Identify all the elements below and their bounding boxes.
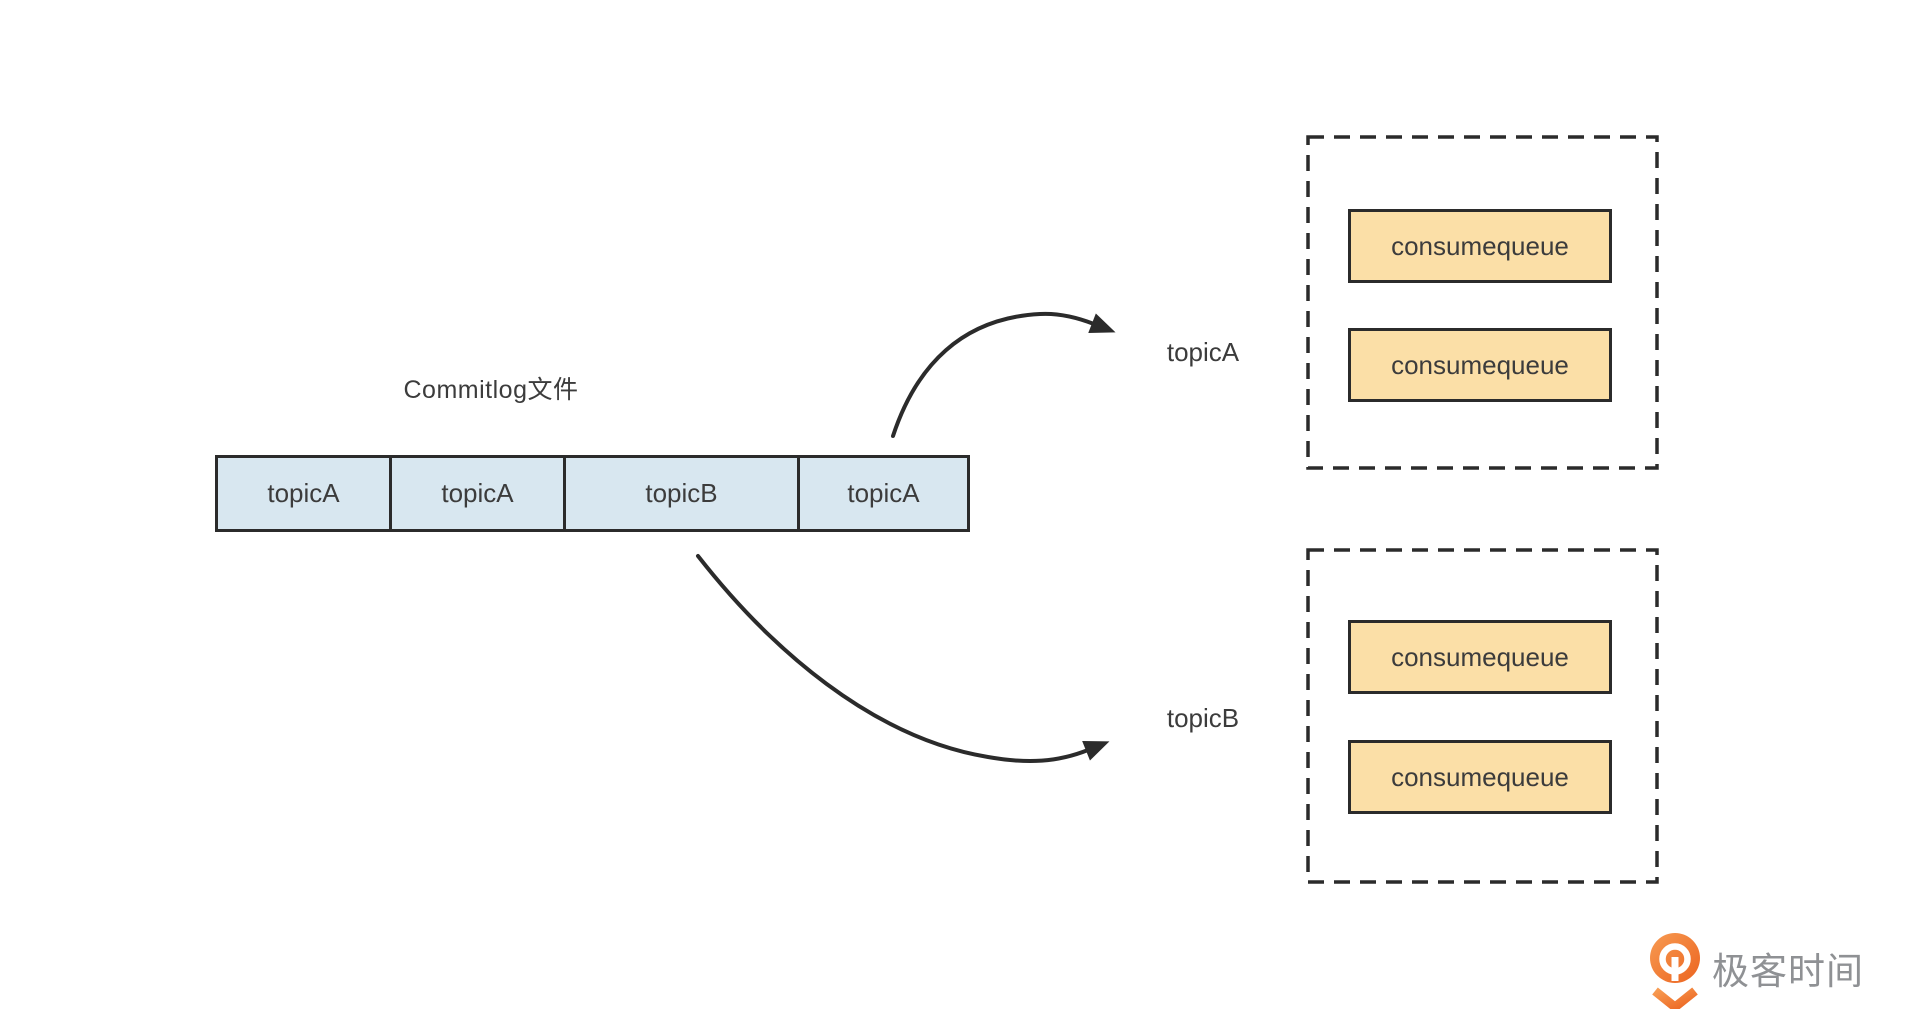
commitlog-segment-4-label: topicA <box>847 478 920 508</box>
consumequeue-label: consumequeue <box>1391 761 1569 792</box>
commitlog-segment-1: topicA <box>215 455 392 532</box>
commitlog-segment-1-label: topicA <box>267 478 340 508</box>
topic-b-dashed-box <box>1306 548 1659 884</box>
topic-b-consumequeue-2: consumequeue <box>1348 740 1612 814</box>
consumequeue-label: consumequeue <box>1391 230 1569 261</box>
topic-a-consumequeue-1: consumequeue <box>1348 209 1612 283</box>
topic-b-label: topicB <box>1166 703 1240 733</box>
arrow-commitlog-to-topic-b <box>696 554 1110 764</box>
commitlog-segment-3-label: topicB <box>645 478 718 508</box>
commitlog-segment-4: topicA <box>797 455 970 532</box>
topic-a-dashed-box <box>1306 135 1659 470</box>
commitlog-segment-3: topicB <box>563 455 800 532</box>
consumequeue-label: consumequeue <box>1391 349 1569 380</box>
topic-a-label: topicA <box>1166 337 1240 367</box>
geektime-pin-icon <box>1650 933 1700 1009</box>
commitlog-title: Commitlog文件 <box>403 376 579 404</box>
topic-a-consumequeue-2: consumequeue <box>1348 328 1612 402</box>
arrow-commitlog-to-topic-a <box>891 311 1116 438</box>
commitlog-segment-2: topicA <box>389 455 566 532</box>
commitlog-segment-2-label: topicA <box>441 478 514 508</box>
geektime-logo: 极客时间 <box>1648 931 1864 1009</box>
topic-b-consumequeue-1: consumequeue <box>1348 620 1612 694</box>
geektime-logo-text: 极客时间 <box>1712 951 1864 992</box>
consumequeue-label: consumequeue <box>1391 641 1569 672</box>
